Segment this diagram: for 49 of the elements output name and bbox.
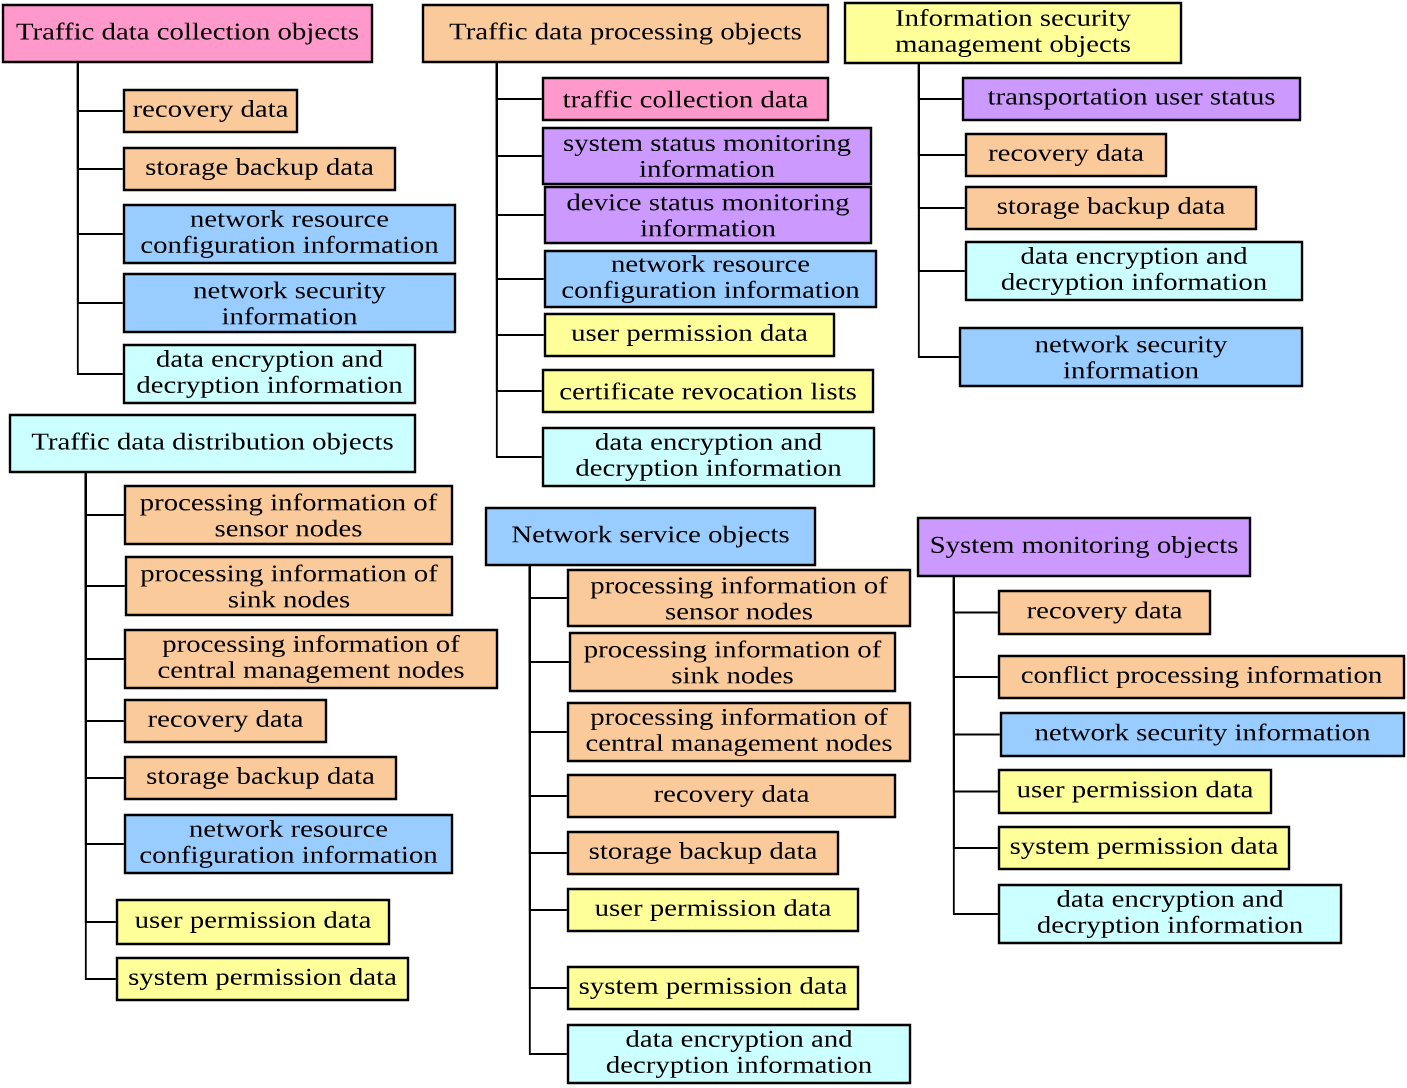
item-box: storage backup data (122, 146, 397, 192)
connector-line (495, 62, 543, 458)
item-box: network security information (122, 272, 457, 334)
header-box: Traffic data collection objects (1, 3, 374, 64)
item-box: processing information of central management nodes (123, 628, 499, 690)
item-box: user permission data (566, 887, 860, 933)
header-box: Traffic data distribution objects (8, 413, 417, 474)
item-box: system permission data (997, 825, 1291, 871)
header-box: Traffic data processing objects (421, 3, 830, 64)
item-box: user permission data (997, 768, 1273, 815)
item-box: traffic collection data (541, 76, 830, 122)
item-box: recovery data (997, 589, 1212, 636)
item-box: network resource configuration information (123, 813, 454, 875)
item-box: recovery data (123, 698, 328, 744)
item-box: recovery data (566, 773, 897, 819)
item-box: storage backup data (123, 755, 398, 801)
item-box: system permission data (566, 965, 860, 1011)
item-box: user permission data (543, 312, 836, 358)
connector-line (952, 576, 999, 915)
item-box: processing information of sink nodes (124, 555, 454, 617)
item-box: recovery data (122, 88, 299, 134)
item-box: data encryption and decryption information (566, 1023, 912, 1085)
item-box: data encryption and decryption information (964, 240, 1304, 302)
header-box: Network service objects (484, 506, 817, 567)
header-box: Information security management objects (843, 1, 1183, 65)
item-box: processing information of central management nodes (566, 701, 912, 763)
item-box: transportation user status (961, 76, 1302, 122)
item-box: network resource configuration information (543, 249, 878, 309)
item-box: recovery data (964, 132, 1168, 178)
item-box: processing information of sensor nodes (566, 568, 912, 628)
item-box: system permission data (115, 956, 410, 1002)
item-box: processing information of sink nodes (568, 631, 897, 693)
item-box: network security information (999, 711, 1406, 758)
item-box: certificate revocation lists (541, 368, 875, 414)
connector-line (76, 62, 124, 375)
item-box: device status monitoring information (543, 185, 873, 245)
item-box: network resource configuration information (122, 203, 457, 265)
item-box: data encryption and decryption information (122, 343, 417, 405)
item-box: user permission data (115, 898, 391, 946)
item-box: storage backup data (566, 830, 840, 876)
header-box: System monitoring objects (916, 516, 1252, 578)
item-box: processing information of sensor nodes (123, 484, 454, 546)
item-box: network security information (958, 326, 1304, 388)
item-box: data encryption and decryption information (997, 883, 1343, 945)
connector-line (917, 63, 960, 358)
item-box: conflict processing information (997, 654, 1406, 700)
item-box: storage backup data (964, 185, 1258, 231)
item-box: data encryption and decryption information (541, 426, 876, 488)
item-box: system status monitoring information (541, 126, 873, 186)
